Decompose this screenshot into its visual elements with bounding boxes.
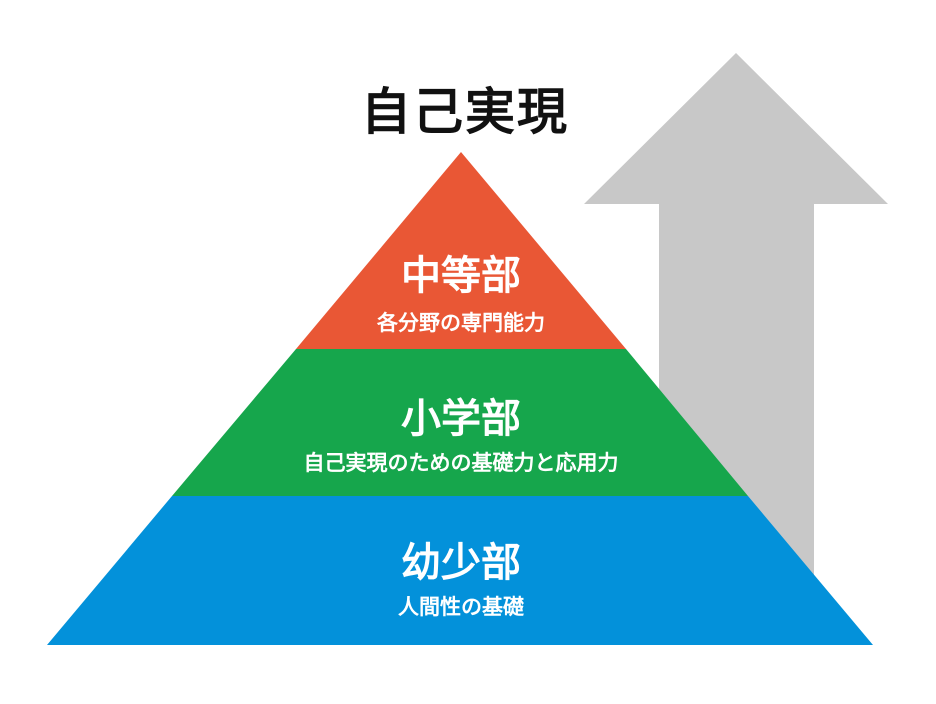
diagram-title: 自己実現 xyxy=(361,83,569,141)
tier-bottom-shape xyxy=(47,496,873,645)
tier-top-name: 中等部 xyxy=(401,253,521,299)
tier-top-shape xyxy=(296,152,626,349)
tier-top-description: 各分野の専門能力 xyxy=(377,311,545,335)
tier-bottom-name: 幼少部 xyxy=(401,540,521,586)
tier-middle-description: 自己実現のための基礎力と応用力 xyxy=(303,451,619,475)
tier-middle-name: 小学部 xyxy=(401,396,521,442)
tier-bottom-description: 人間性の基礎 xyxy=(398,595,524,619)
tier-middle-shape xyxy=(172,349,748,496)
